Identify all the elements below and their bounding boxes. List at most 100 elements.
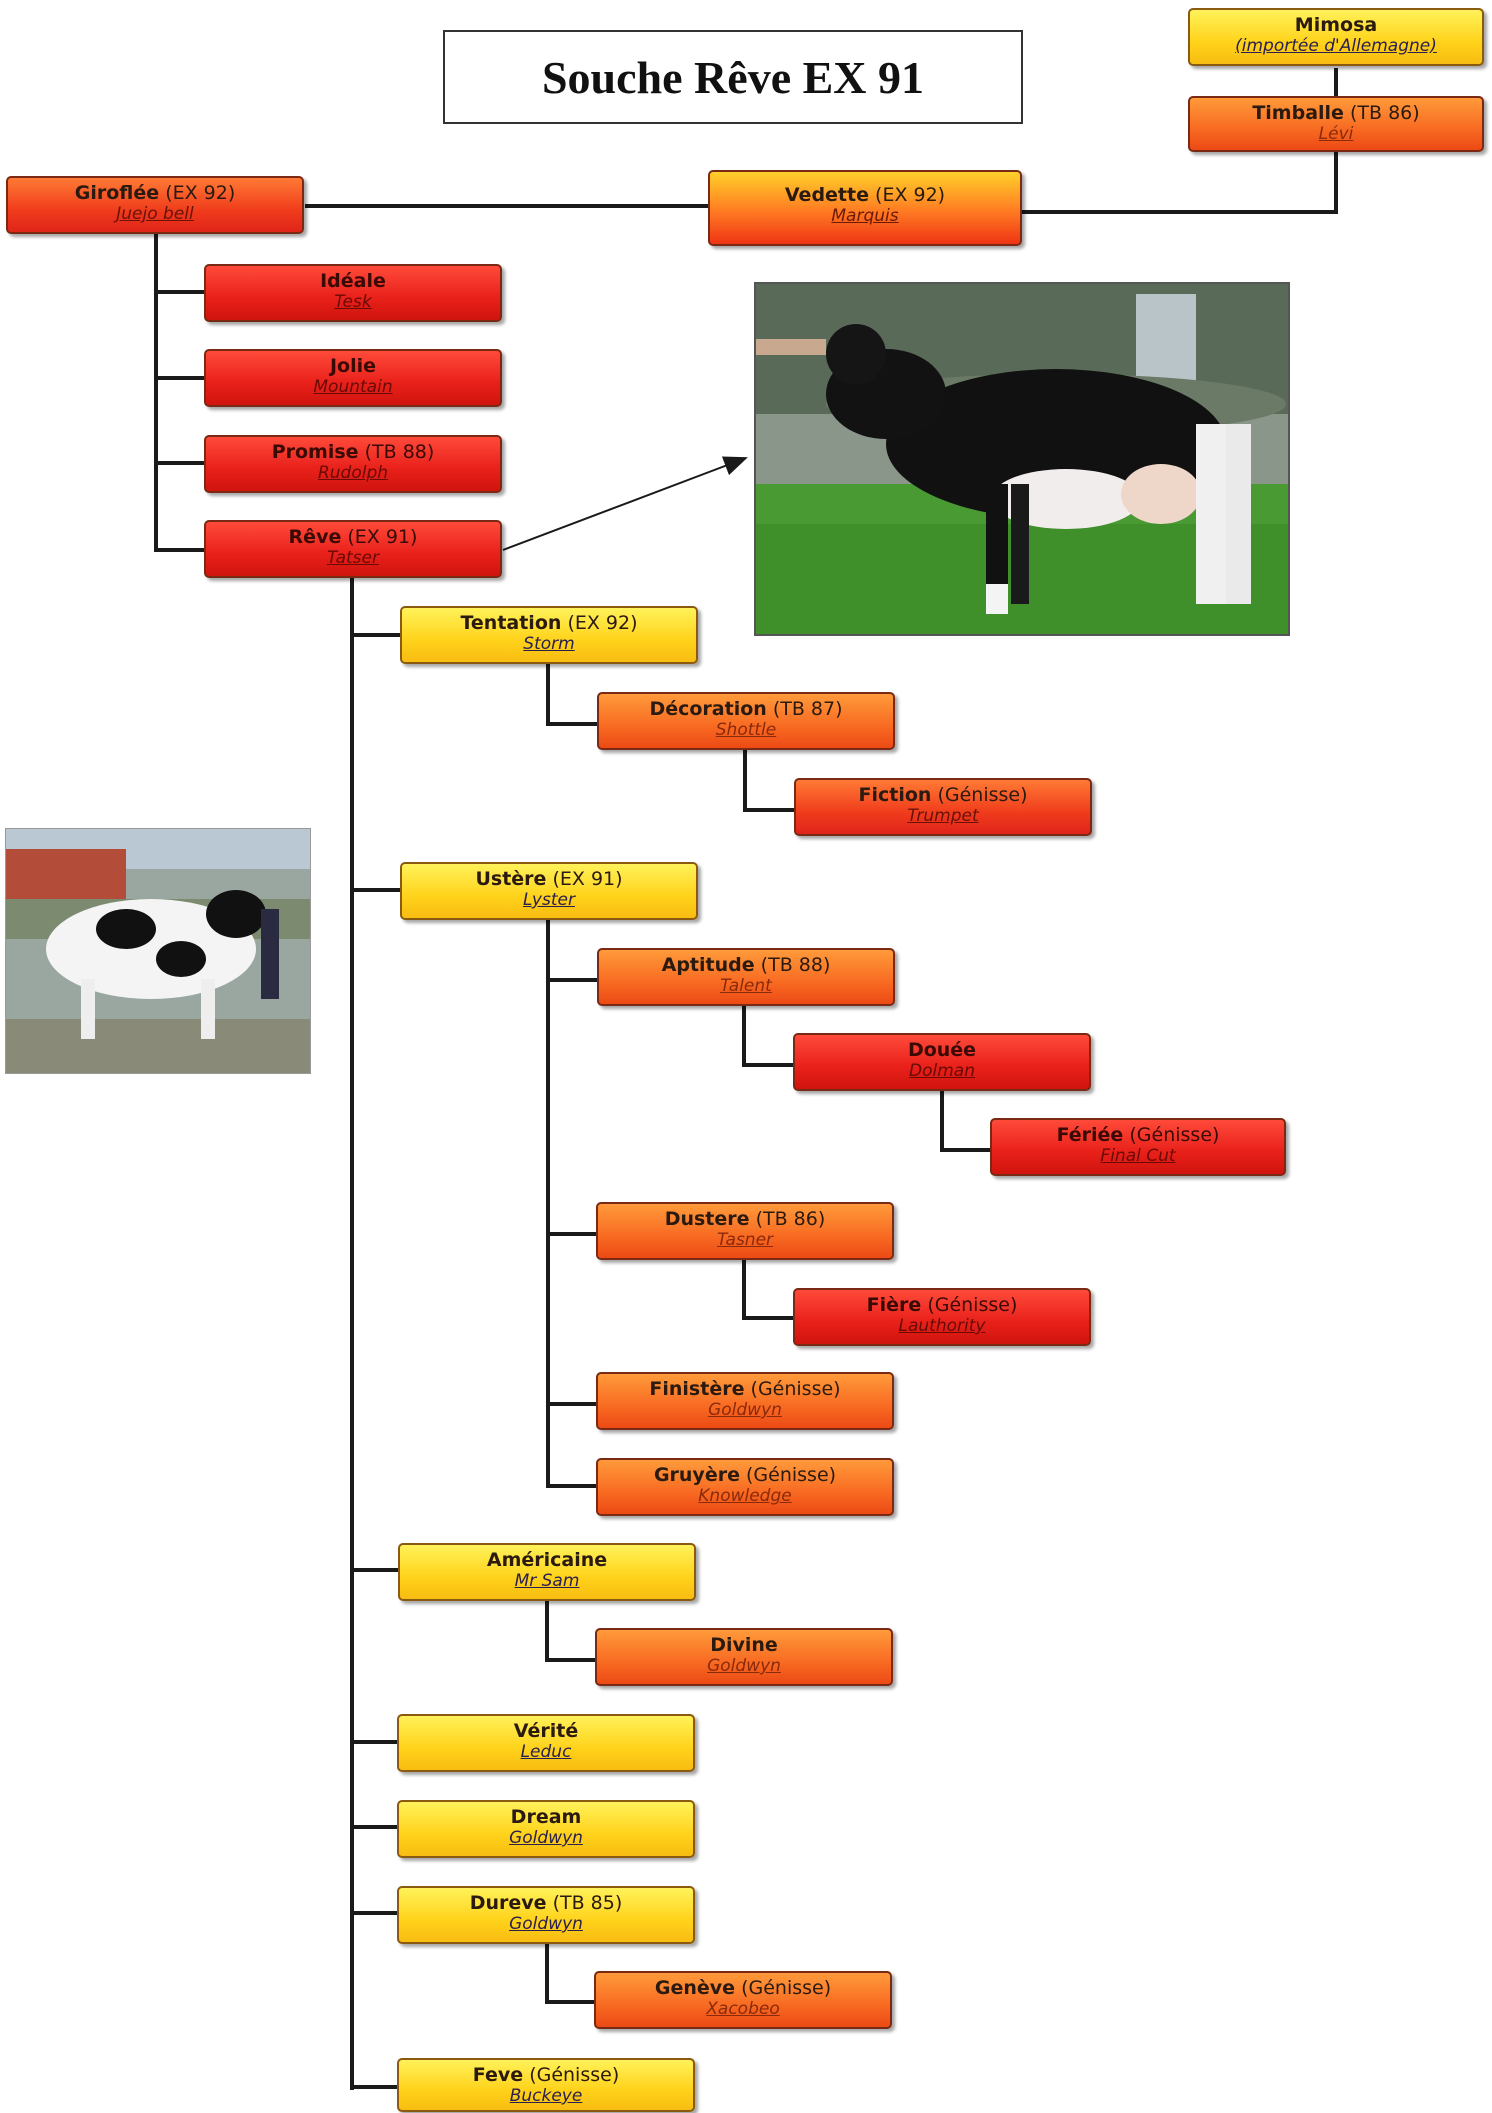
- connector: [154, 290, 206, 294]
- node-sire: Lévi: [1318, 124, 1354, 144]
- node-score: (EX 92): [875, 184, 946, 206]
- node-score: (TB 86): [1349, 102, 1420, 124]
- node-geneve: Genève (Génisse) Xacobeo: [594, 1971, 892, 2029]
- node-mimosa: Mimosa (importée d'Allemagne): [1188, 8, 1484, 66]
- node-name: Douée: [907, 1039, 977, 1061]
- connector: [546, 662, 550, 726]
- node-score: (TB 88): [760, 954, 831, 976]
- node-name: Dustere: [664, 1208, 750, 1230]
- node-score: (TB 85): [552, 1892, 623, 1914]
- node-feriee: Fériée (Génisse) Final Cut: [990, 1118, 1286, 1176]
- node-name: Vérité: [513, 1720, 579, 1742]
- node-name: Idéale: [320, 270, 386, 292]
- cow-photo-main: [754, 282, 1290, 636]
- node-sire: Buckeye: [509, 2086, 583, 2106]
- node-name: Fériée: [1056, 1124, 1124, 1146]
- connector: [545, 1942, 549, 2004]
- title-box: Souche Rêve EX 91: [443, 30, 1023, 124]
- node-dustere: Dustere (TB 86) Tasner: [596, 1202, 894, 1260]
- connector: [154, 548, 206, 552]
- node-name: Feve: [472, 2064, 524, 2086]
- node-name: Gruyère: [653, 1464, 740, 1486]
- node-dureve: Dureve (TB 85) Goldwyn: [397, 1886, 695, 1944]
- connector: [350, 1740, 402, 1744]
- node-name: Jolie: [329, 355, 377, 377]
- connector: [1020, 210, 1338, 214]
- node-tentation: Tentation (EX 92) Storm: [400, 606, 698, 664]
- node-sire: Goldwyn: [707, 1656, 781, 1676]
- connector: [940, 1148, 992, 1152]
- node-giroflee: Giroflée (EX 92) Juejo bell: [6, 176, 304, 234]
- cow-photo-illustration: [756, 284, 1288, 634]
- node-sire: Leduc: [520, 1742, 572, 1762]
- node-dream: Dream Goldwyn: [397, 1800, 695, 1858]
- photo-arrow: [502, 456, 748, 551]
- node-feve: Feve (Génisse) Buckeye: [397, 2058, 695, 2112]
- node-verite: Vérité Leduc: [397, 1714, 695, 1772]
- node-decoration: Décoration (TB 87) Shottle: [597, 692, 895, 750]
- node-name: Mimosa: [1294, 14, 1378, 36]
- node-divine: Divine Goldwyn: [595, 1628, 893, 1686]
- connector: [350, 1911, 402, 1915]
- node-score: (Génisse): [937, 784, 1028, 806]
- connector: [350, 888, 402, 892]
- node-name: Vedette: [784, 184, 869, 206]
- node-douee: Douée Dolman: [793, 1033, 1091, 1091]
- node-name: Américaine: [486, 1549, 608, 1571]
- connector: [546, 722, 598, 726]
- connector: [350, 1568, 402, 1572]
- node-aptitude: Aptitude (TB 88) Talent: [597, 948, 895, 1006]
- connector: [742, 1063, 794, 1067]
- node-reve: Rêve (EX 91) Tatser: [204, 520, 502, 578]
- connector: [546, 1402, 598, 1406]
- connector: [545, 2000, 597, 2004]
- cow-photo-small: [5, 828, 311, 1074]
- connector: [305, 204, 710, 208]
- connector: [1334, 150, 1338, 214]
- connector: [546, 1484, 598, 1488]
- connector: [545, 1658, 597, 1662]
- connector: [742, 1004, 746, 1066]
- connector: [742, 1316, 794, 1320]
- node-score: (EX 92): [165, 182, 236, 204]
- node-name: Genève: [654, 1977, 736, 1999]
- node-fiction: Fiction (Génisse) Trumpet: [794, 778, 1092, 836]
- node-promise: Promise (TB 88) Rudolph: [204, 435, 502, 493]
- node-sire: Goldwyn: [509, 1914, 583, 1934]
- node-sire: Lyster: [523, 890, 575, 910]
- node-score: (Génisse): [927, 1294, 1018, 1316]
- node-timballe: Timballe (TB 86) Lévi: [1188, 96, 1484, 152]
- connector: [154, 376, 206, 380]
- node-sire: Juejo bell: [116, 204, 194, 224]
- node-ideale: Idéale Tesk: [204, 264, 502, 322]
- node-sire: Goldwyn: [708, 1400, 782, 1420]
- node-name: Finistère: [649, 1378, 745, 1400]
- node-sire: Mountain: [313, 377, 393, 397]
- connector: [350, 633, 402, 637]
- node-sire: Talent: [720, 976, 772, 996]
- connector: [350, 1825, 402, 1829]
- node-score: (TB 88): [364, 441, 435, 463]
- node-name: Rêve: [288, 526, 342, 548]
- node-sire: Xacobeo: [706, 1999, 780, 2019]
- node-fiere: Fière (Génisse) Lauthority: [793, 1288, 1091, 1346]
- node-sire: Trumpet: [907, 806, 979, 826]
- connector: [350, 574, 354, 2090]
- page-title: Souche Rêve EX 91: [541, 51, 925, 103]
- node-sire: Lauthority: [898, 1316, 986, 1336]
- node-score: (EX 91): [552, 868, 623, 890]
- connector: [743, 748, 747, 812]
- node-sire: (importée d'Allemagne): [1235, 36, 1437, 56]
- node-sire: Marquis: [831, 206, 899, 226]
- node-sire: Mr Sam: [514, 1571, 580, 1591]
- connector: [546, 918, 550, 1488]
- node-vedette: Vedette (EX 92) Marquis: [708, 170, 1022, 246]
- connector: [940, 1088, 944, 1152]
- node-name: Giroflée: [74, 182, 160, 204]
- node-score: (Génisse): [746, 1464, 837, 1486]
- node-score: (Génisse): [1129, 1124, 1220, 1146]
- node-ustere: Ustère (EX 91) Lyster: [400, 862, 698, 920]
- connector: [546, 1232, 598, 1236]
